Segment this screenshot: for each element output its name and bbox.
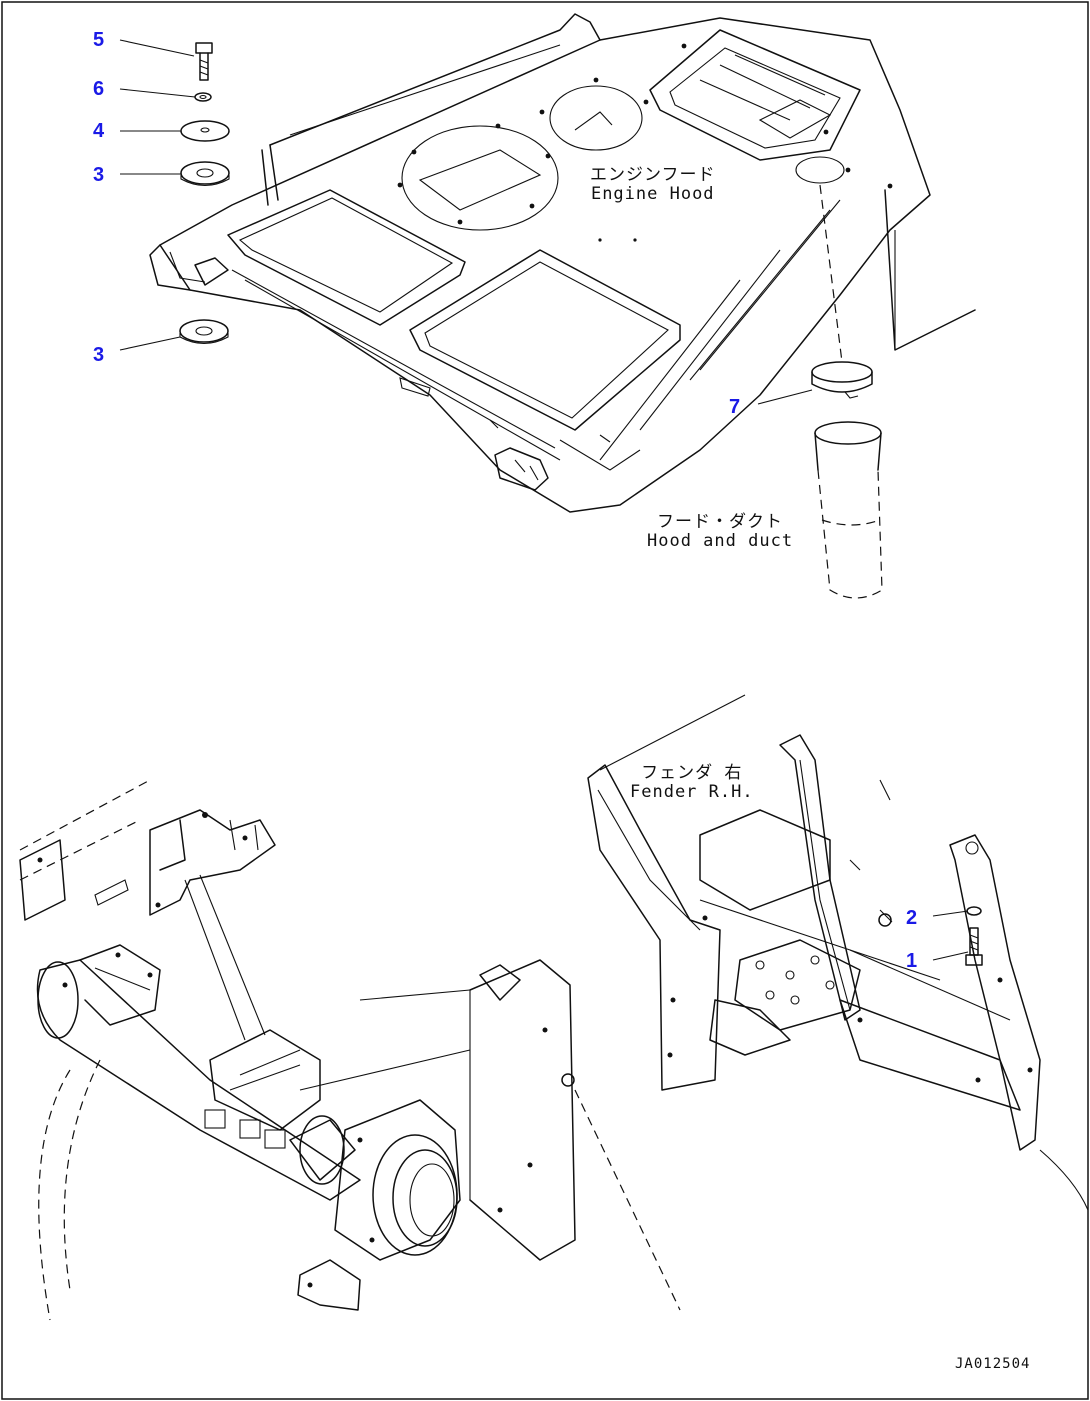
- hood-duct-label: フード・ダクト Hood and duct: [647, 513, 793, 550]
- leader-lines: [119, 39, 969, 961]
- fender-label-en: Fender R.H.: [630, 781, 754, 802]
- callout-2[interactable]: 2: [906, 907, 918, 929]
- callout-3-upper[interactable]: 3: [93, 164, 105, 186]
- engine-hood-label-en: Engine Hood: [590, 183, 715, 204]
- callout-1[interactable]: 1: [906, 950, 918, 972]
- chassis-drawing: [19, 779, 681, 1321]
- callout-7[interactable]: 7: [729, 396, 741, 418]
- engine-hood-label-jp: エンジンフード: [590, 165, 716, 185]
- hood-duct-label-jp: フード・ダクト: [657, 512, 784, 532]
- fender-drawing: [587, 694, 1089, 1211]
- hood-duct-label-en: Hood and duct: [647, 530, 794, 551]
- callout-6[interactable]: 6: [93, 78, 105, 100]
- callout-3-lower[interactable]: 3: [93, 344, 105, 366]
- fender-label: フェンダ 右 Fender R.H.: [630, 764, 754, 801]
- drawing-code: JA012504: [955, 1356, 1031, 1372]
- callout-4[interactable]: 4: [93, 120, 105, 142]
- engine-hood-drawing: [149, 13, 976, 513]
- callout-5[interactable]: 5: [93, 29, 105, 51]
- clamp-and-duct: [811, 184, 883, 599]
- engine-hood-label: エンジンフード Engine Hood: [590, 166, 716, 203]
- fender-label-jp: フェンダ 右: [641, 763, 743, 783]
- hardware-stack: [179, 42, 230, 345]
